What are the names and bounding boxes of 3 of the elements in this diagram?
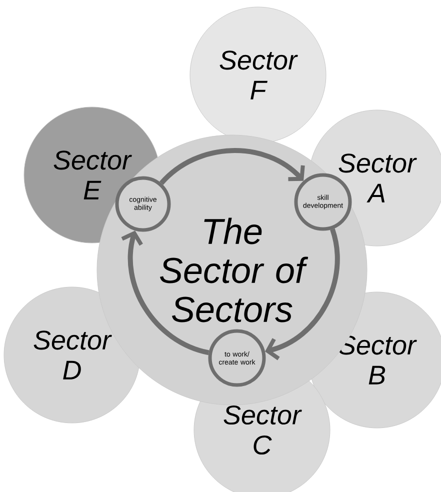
curved-arrow (265, 228, 340, 360)
curved-arrow (121, 230, 210, 356)
curved-arrow (160, 148, 305, 185)
